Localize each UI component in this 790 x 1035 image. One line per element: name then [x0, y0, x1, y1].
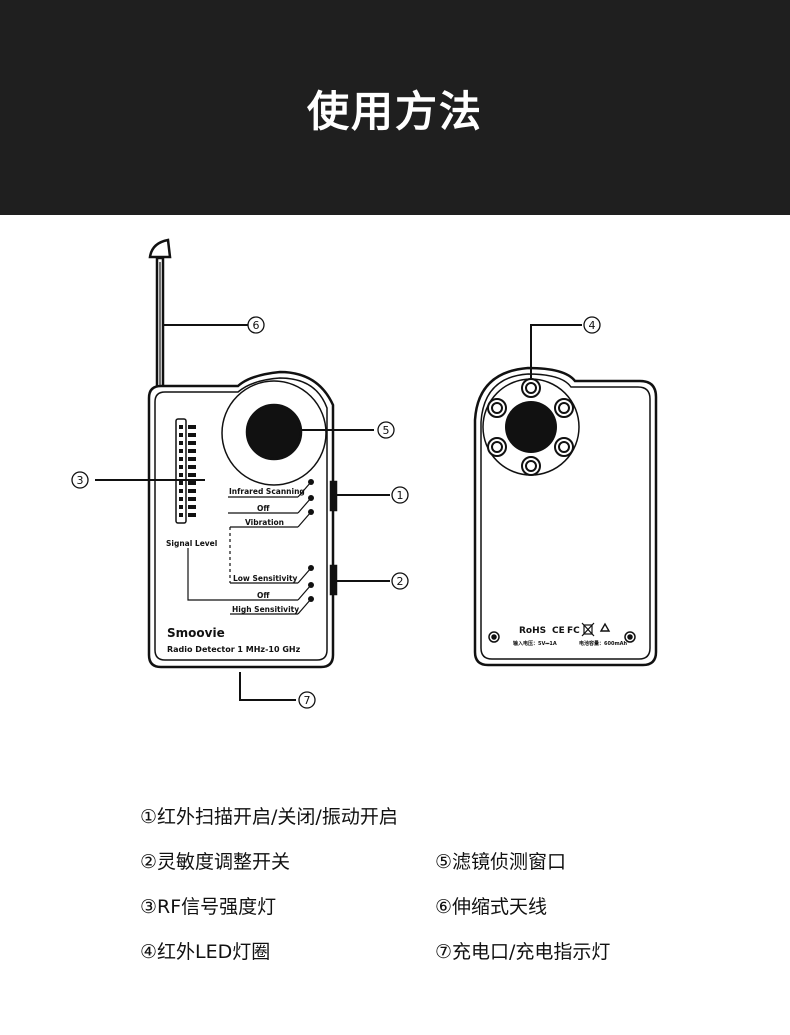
- sensitivity-side-button: [329, 564, 338, 596]
- switch-dots: [308, 479, 314, 602]
- battery-spec: 电池容量：600mAh: [579, 640, 628, 647]
- model-name: Radio Detector 1 MHz-10 GHz: [167, 645, 301, 654]
- weee-icon: [581, 622, 595, 637]
- mode-side-button: [329, 480, 338, 512]
- legend-item-1: ①红外扫描开启/关闭/振动开启: [140, 806, 398, 828]
- front-body-inner: [154, 377, 328, 661]
- device-diagram: Infrared Scanning Off Vibration Signal L…: [71, 238, 658, 709]
- label-low-sensitivity: Low Sensitivity: [233, 574, 298, 583]
- label-high-sensitivity: High Sensitivity: [232, 605, 299, 614]
- label-off-1: Off: [257, 504, 270, 513]
- back-body-inner: [480, 373, 651, 660]
- callout-3: 3: [77, 474, 84, 487]
- label-off-2: Off: [257, 591, 270, 600]
- callout-6: 6: [253, 319, 260, 332]
- mode-switch-lines: [187, 481, 312, 615]
- callout-1: 1: [397, 489, 404, 502]
- legend-item-3: ③RF信号强度灯: [140, 896, 277, 918]
- screws: [488, 631, 636, 643]
- ir-led-ring: [487, 378, 574, 476]
- front-device: [147, 238, 338, 669]
- label-infrared-scanning: Infrared Scanning: [229, 487, 305, 496]
- input-spec: 输入电压：5V⎓1A: [513, 640, 557, 647]
- callout-7: 7: [304, 694, 311, 707]
- label-vibration: Vibration: [245, 518, 284, 527]
- signal-level-bars: [175, 418, 196, 524]
- back-filter-lens: [505, 401, 557, 453]
- legend-item-5: ⑤滤镜侦测窗口: [435, 851, 567, 873]
- callout-2: 2: [397, 575, 404, 588]
- legend-item-6: ⑥伸缩式天线: [435, 896, 548, 918]
- legend-item-7: ⑦充电口/充电指示灯: [435, 941, 611, 963]
- header-banner: 使用方法: [0, 0, 790, 215]
- rohs-mark: RoHS: [519, 626, 546, 636]
- brand-name: Smoovie: [167, 626, 225, 640]
- screw-icon: [488, 631, 500, 643]
- legend-item-4: ④红外LED灯圈: [140, 941, 271, 963]
- callout-4: 4: [589, 319, 596, 332]
- fc-mark: FC: [567, 626, 580, 636]
- label-signal-level: Signal Level: [166, 539, 217, 548]
- callout-5: 5: [383, 424, 390, 437]
- recycle-icon: [599, 622, 611, 632]
- ce-mark: CE: [552, 626, 565, 636]
- page-title: 使用方法: [306, 87, 483, 136]
- callout-circles: [71, 316, 601, 709]
- filter-lens: [245, 403, 303, 461]
- legend-item-2: ②灵敏度调整开关: [140, 851, 291, 873]
- callout-leaders: [95, 324, 582, 701]
- antenna-tip-icon: [148, 238, 172, 259]
